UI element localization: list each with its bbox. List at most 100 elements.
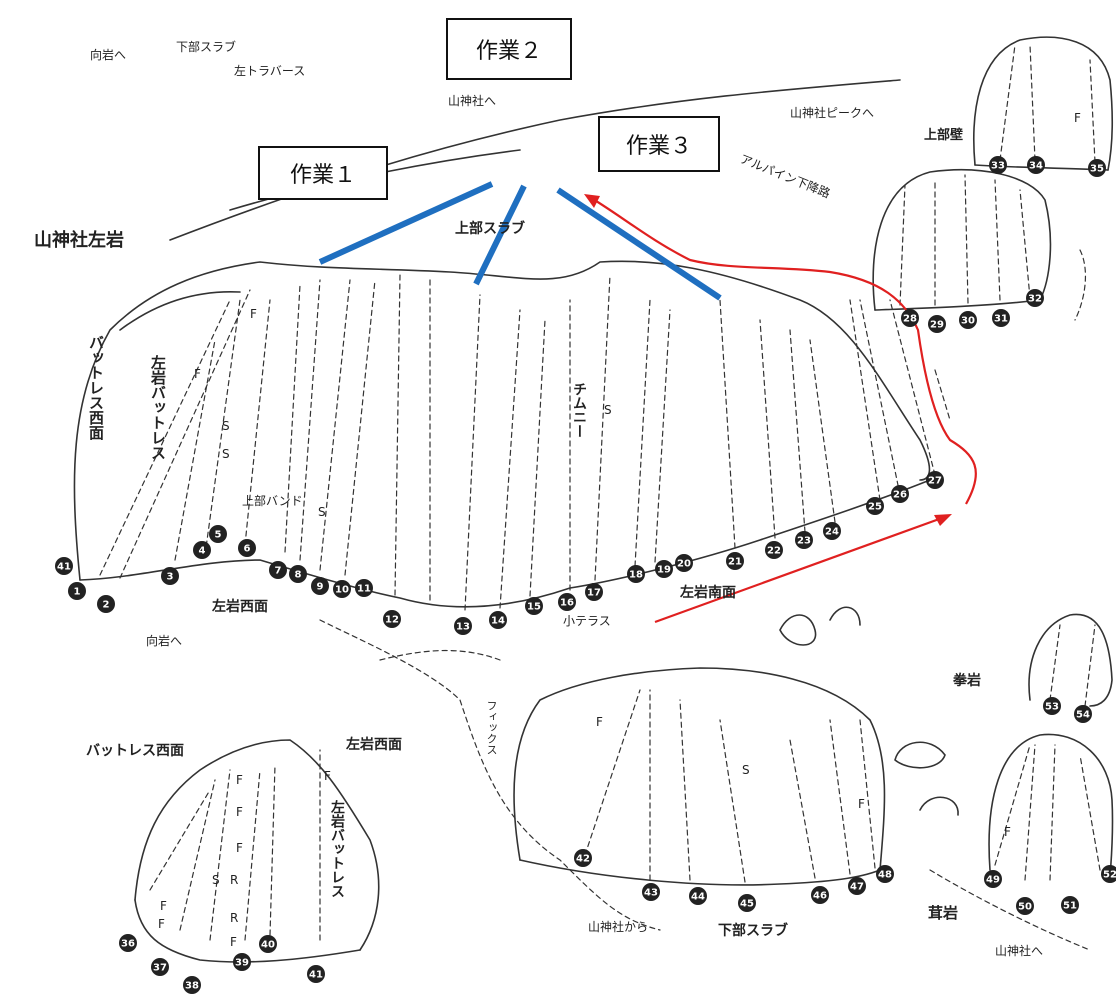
fix-mark: F (324, 769, 331, 783)
dir-to-mukai-top: 向岩へ (90, 48, 127, 62)
route-marker (848, 877, 866, 895)
fix-mark: F (194, 367, 201, 381)
route-number: 15 (527, 602, 541, 613)
route-marker (627, 565, 645, 583)
route-number: 12 (385, 615, 399, 626)
fix-mark: F (596, 715, 603, 729)
top-right-rock-outline (973, 36, 1113, 171)
route-marker (269, 561, 287, 579)
fix-mark: F (230, 935, 237, 949)
fix-mark: F (160, 899, 167, 913)
upper-wall-outline (872, 169, 1052, 311)
route-marker (97, 595, 115, 613)
dir-from-sanjinsha: 山神社から (588, 920, 649, 934)
fix-mark: F (858, 797, 865, 811)
dir-to-sanjinsha-peak: 山神社ピークへ (790, 106, 875, 120)
route-number: 9 (317, 582, 324, 593)
area-label-mushroom-rock: 茸岩 (928, 904, 959, 922)
route-number: 29 (930, 320, 944, 331)
route-number: 47 (850, 882, 864, 893)
route-number: 7 (275, 566, 282, 577)
route-marker (866, 497, 884, 515)
route-number: 54 (1076, 710, 1090, 721)
route-marker (926, 471, 944, 489)
route-marker (289, 565, 307, 583)
ring-mark: R (230, 911, 238, 925)
route-number: 43 (644, 888, 658, 899)
route-number: 34 (1029, 161, 1043, 172)
route-marker (55, 557, 73, 575)
route-marker (738, 894, 756, 912)
route-number: 18 (629, 570, 643, 581)
route-marker (119, 934, 137, 952)
sling-mark: S (222, 447, 230, 461)
label-upper-band: 上部バンド (242, 494, 303, 508)
area-label-buttress-west: バットレス西面 (86, 743, 184, 759)
work-label-1: 作業１ (258, 146, 388, 200)
fix-mark: F (236, 805, 243, 819)
route-marker (811, 886, 829, 904)
sling-mark: S (604, 403, 612, 417)
route-marker (823, 522, 841, 540)
route-marker (307, 965, 325, 983)
left-rock-base (79, 479, 931, 608)
work-label-3: 作業３ (598, 116, 720, 172)
area-label-sanjinsha-left: 山神社左岩 (34, 230, 124, 251)
lower-slab-outline (513, 667, 886, 871)
route-number: 17 (587, 588, 601, 599)
fix-mark: F (250, 307, 257, 321)
route-number: 5 (215, 530, 222, 541)
route-marker (928, 315, 946, 333)
fix-mark: F (236, 773, 243, 787)
route-number: 3 (167, 572, 174, 583)
fix-mark: F (1004, 825, 1011, 839)
approach-arrow-lower (654, 516, 943, 624)
label-buttress-west-vertical: バットレス西面 (87, 335, 105, 440)
route-number: 4 (199, 546, 206, 557)
label-left-buttress-lower: 左岩バットレス (329, 800, 345, 898)
left-rock-outline (73, 260, 931, 581)
route-marker (238, 539, 256, 557)
route-number: 41 (309, 970, 323, 981)
route-marker (1074, 705, 1092, 723)
route-marker (675, 554, 693, 572)
route-number: 22 (767, 546, 781, 557)
route-number: 32 (1028, 294, 1042, 305)
route-number: 44 (691, 892, 705, 903)
dir-to-sanjinsha-bottom: 山神社へ (995, 944, 1044, 958)
route-marker (795, 531, 813, 549)
buttress-west-outline (134, 739, 380, 951)
work-label-2: 作業２ (446, 18, 572, 80)
route-number: 53 (1045, 702, 1059, 713)
route-number: 42 (576, 854, 590, 865)
area-label-left-west-lower: 左岩西面 (346, 737, 402, 753)
dir-to-mukai: 向岩へ (146, 634, 183, 648)
route-number: 26 (893, 490, 907, 501)
route-number: 23 (797, 536, 811, 547)
route-number: 24 (825, 527, 839, 538)
route-number: 6 (244, 544, 251, 555)
route-number: 25 (868, 502, 882, 513)
route-number: 13 (456, 622, 470, 633)
route-number: 8 (295, 570, 302, 581)
route-marker (876, 865, 894, 883)
route-number: 38 (185, 981, 199, 992)
route-number: 36 (121, 939, 135, 950)
route-marker (1101, 865, 1116, 883)
route-marker (161, 567, 179, 585)
route-number: 45 (740, 899, 754, 910)
area-label-fist-rock: 拳岩 (953, 673, 981, 689)
sling-mark: S (212, 873, 220, 887)
route-marker (984, 870, 1002, 888)
route-number: 11 (357, 584, 371, 595)
route-number: 27 (928, 476, 942, 487)
route-marker (585, 583, 603, 601)
route-marker (1088, 159, 1106, 177)
route-marker (689, 887, 707, 905)
approach-arrowhead-upper (584, 194, 600, 208)
route-marker (1016, 897, 1034, 915)
route-marker (1043, 697, 1061, 715)
ring-mark: R (230, 873, 238, 887)
